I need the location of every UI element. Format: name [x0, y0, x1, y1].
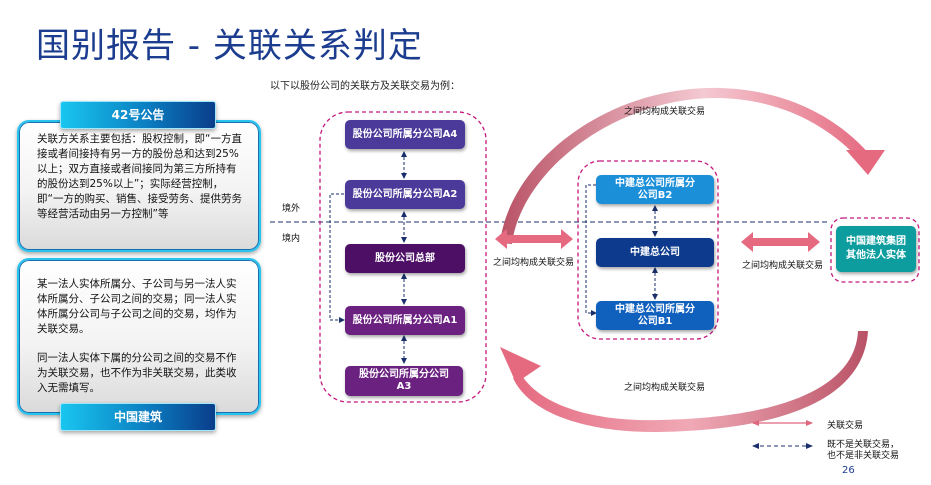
legend-neither-label: 既不是关联交易， 也不是非关联交易 [827, 440, 899, 462]
legend-related-arrowheads [752, 420, 813, 426]
announcement-42-text: 关联方关系主要包括：股权控制，即“一方直接或者间接持有另一方的股份总和达到25%… [37, 133, 242, 220]
node-a3[interactable]: 股份公司所属分公司A3 [345, 366, 463, 396]
page-title: 国别报告 - 关联关系判定 [36, 26, 423, 66]
top-arc-label: 之间均构成关联交易 [624, 107, 706, 117]
zone-label-domestic: 境内 [282, 234, 301, 244]
cscec-tab: 中国建筑 [60, 403, 216, 431]
cscec-rules-card: 某一法人实体所属分、子公司与另一法人实体所属分、子公司之间的交易；同一法人实体所… [17, 258, 261, 415]
announcement-42-tab: 42号公告 [60, 101, 216, 129]
top-relation-arc [500, 87, 870, 244]
cscec-rule-paragraph-2: 同一法人实体下属的分公司之间的交易不作为关联交易，也不作为非关联交易，此类收入无… [37, 352, 237, 394]
a2-a1-side-connector [329, 193, 345, 323]
node-a1[interactable]: 股份公司所属分公司A1 [345, 306, 465, 335]
zone-label-overseas: 境外 [282, 204, 301, 214]
page-number: 26 [842, 465, 855, 476]
node-a2[interactable]: 股份公司所属分公司A2 [345, 180, 465, 209]
legend-related-label: 关联交易 [827, 421, 864, 431]
bottom-arc-label: 之间均构成关联交易 [624, 383, 706, 393]
diagram-subtitle: 以下以股份公司的关联方及关联交易为例： [270, 81, 460, 92]
legend-neither-line2: 也不是非关联交易 [827, 451, 900, 461]
legend-neither-arrowheads [752, 443, 813, 449]
announcement-42-card: 关联方关系主要包括：股权控制，即“一方直接或者间接持有另一方的股份总和达到25%… [17, 120, 261, 252]
bottom-arc-arrowhead [500, 347, 541, 383]
b2-b1-side-connector [585, 184, 597, 316]
node-hq[interactable]: 股份公司总部 [345, 244, 465, 273]
a-b-relation-label: 之间均构成关联交易 [493, 258, 575, 268]
group-a-border [319, 111, 487, 403]
b-c-double-arrow [741, 232, 820, 252]
node-other-entities[interactable]: 中国建筑集团其他法人实体 [836, 226, 916, 272]
b-c-relation-label: 之间均构成关联交易 [742, 261, 824, 271]
node-b2[interactable]: 中建总公司所属分公司B2 [596, 175, 714, 204]
legend-neither-line1: 既不是关联交易， [827, 440, 900, 450]
node-a4[interactable]: 股份公司所属分公司A4 [345, 120, 465, 149]
top-arc-arrowhead [846, 150, 885, 175]
group-b-border [577, 160, 719, 340]
group-c-border [830, 217, 920, 283]
cscec-rule-paragraph-1: 某一法人实体所属分、子公司与另一法人实体所属分、子公司之间的交易；同一法人实体所… [37, 278, 237, 335]
node-cscec[interactable]: 中建总公司 [596, 238, 714, 267]
node-b1[interactable]: 中建总公司所属分公司B1 [596, 301, 714, 330]
bottom-relation-arc [513, 331, 868, 433]
a-b-double-arrow [495, 229, 573, 249]
cscec-rules-text: 某一法人实体所属分、子公司与另一法人实体所属分、子公司之间的交易；同一法人实体所… [37, 277, 245, 396]
